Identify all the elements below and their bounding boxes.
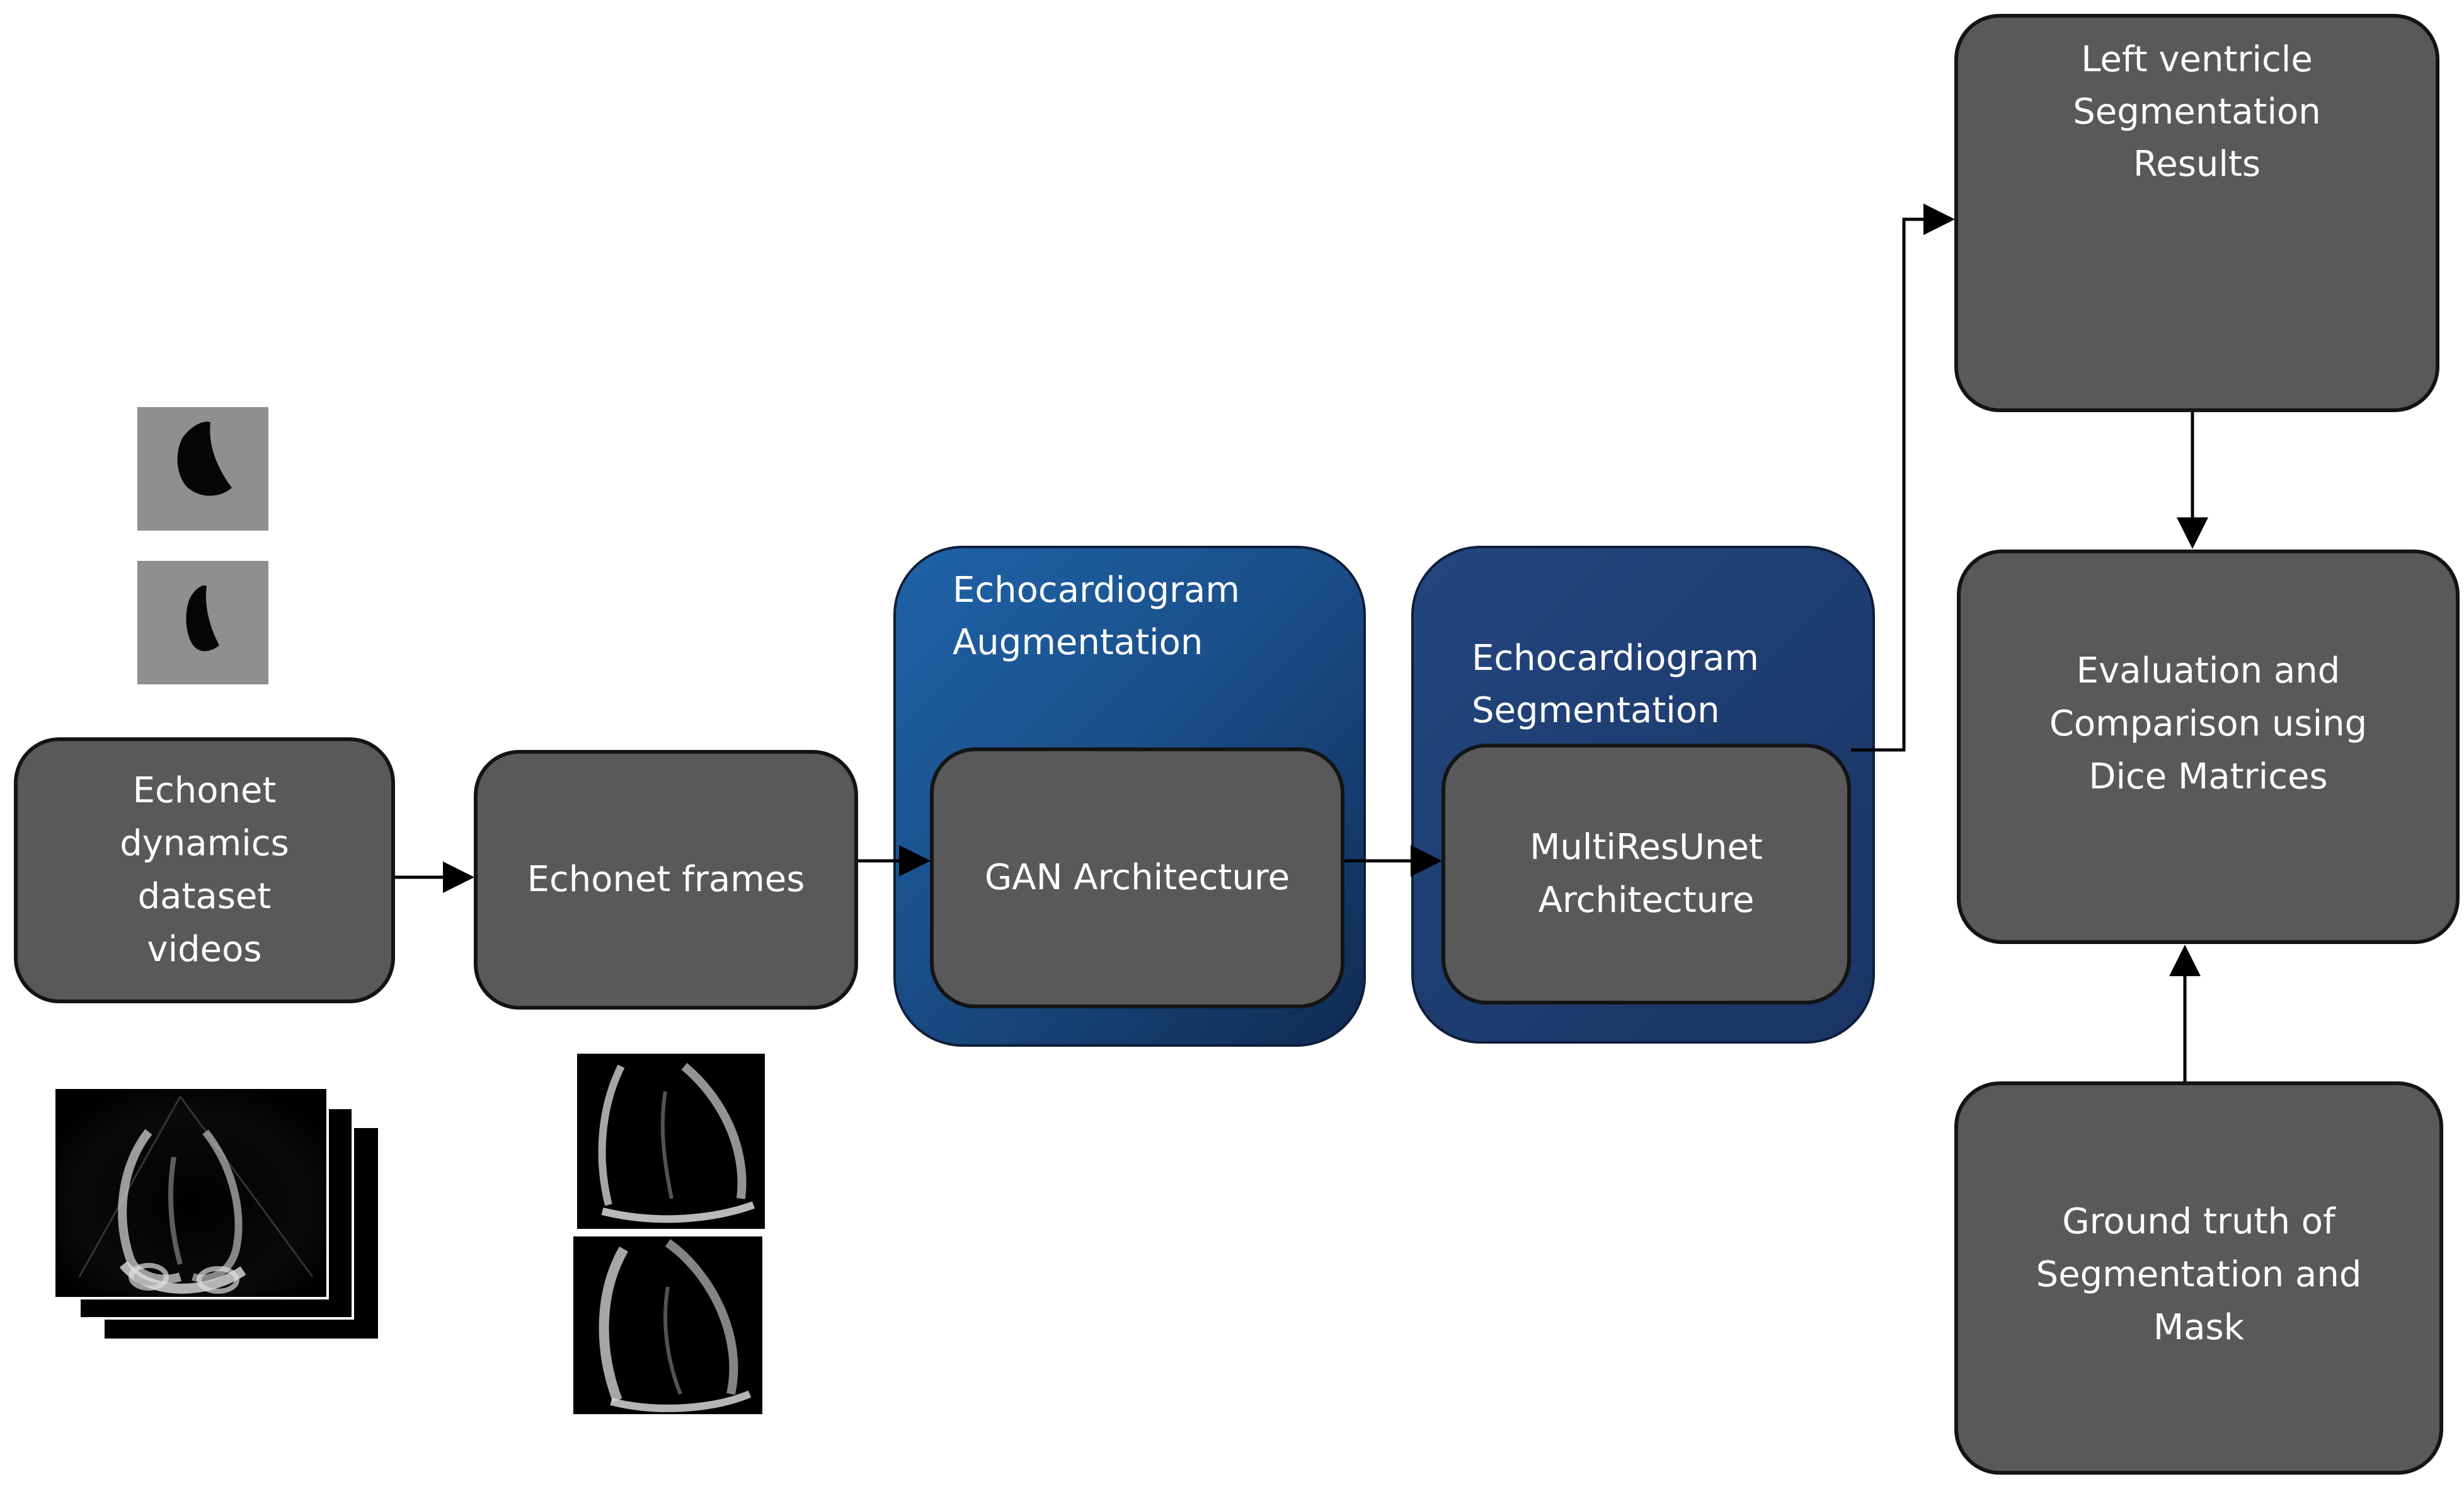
echo-frame-image-2 [573,1236,762,1414]
multiresunet-architecture-box: MultiResUnet Architecture [1441,744,1851,1005]
echonet-frames-box: Echonet frames [474,750,858,1010]
mask-thumbnail-1 [137,407,268,531]
ground-truth-box: Ground truth of Segmentation and Mask [1954,1081,2443,1475]
gan-architecture-box: GAN Architecture [930,747,1344,1008]
dataset-videos-box: Echonet dynamics dataset videos [14,737,395,1003]
segmentation-group-label: Echocardiogram Segmentation [1472,638,1759,731]
augmentation-group-label: Echocardiogram Augmentation [953,570,1240,663]
video-frames-stack-image [54,1088,378,1339]
echo-frame-image-1 [577,1054,765,1229]
evaluation-comparison-box: Evaluation and Comparison using Dice Mat… [1957,550,2460,944]
mask-thumbnail-2 [137,561,268,684]
arrow-segmentation-to-results [1851,204,1955,752]
lv-segmentation-results-box: Left ventricle Segmentation Results [1954,14,2439,412]
